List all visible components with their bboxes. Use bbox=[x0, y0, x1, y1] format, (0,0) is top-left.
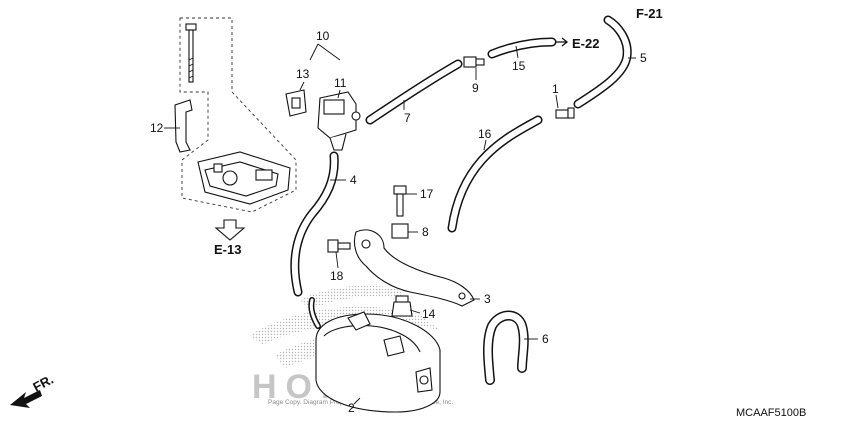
callout-13: 13 bbox=[296, 67, 310, 81]
callout-12: 12 bbox=[150, 121, 164, 135]
arrow-right-icon bbox=[556, 37, 569, 47]
callout-17: 17 bbox=[420, 187, 434, 201]
reference-e13: E-13 bbox=[214, 242, 241, 257]
callout-3: 3 bbox=[484, 292, 491, 306]
bolt-part bbox=[393, 185, 407, 217]
callout-1: 1 bbox=[552, 82, 559, 96]
callout-15: 15 bbox=[512, 59, 526, 73]
solenoid-valve-part bbox=[317, 91, 361, 151]
callout-5: 5 bbox=[640, 51, 647, 65]
diagram-code: MCAAF5100B bbox=[736, 407, 806, 419]
stay-bracket-part bbox=[174, 99, 193, 153]
hose-part bbox=[447, 115, 543, 233]
joint-part bbox=[555, 107, 575, 119]
canister-bracket-part bbox=[353, 229, 475, 307]
grommet-part bbox=[391, 295, 413, 317]
callout-6: 6 bbox=[542, 332, 549, 346]
callout-14: 14 bbox=[422, 307, 436, 321]
callout-18: 18 bbox=[330, 269, 344, 283]
front-indicator-label: FR. bbox=[30, 372, 56, 395]
assembly-group-outline bbox=[179, 17, 297, 213]
reference-e22: E-22 bbox=[572, 36, 599, 51]
callout-9: 9 bbox=[472, 81, 479, 95]
collar-part bbox=[391, 223, 409, 239]
callout-16: 16 bbox=[478, 127, 492, 141]
callout-7: 7 bbox=[404, 111, 411, 125]
canister-part bbox=[308, 297, 441, 413]
front-arrow-icon bbox=[10, 390, 42, 408]
callout-10: 10 bbox=[316, 29, 330, 43]
connector-part bbox=[285, 89, 307, 117]
hose-part bbox=[290, 151, 339, 297]
control-unit-part bbox=[197, 151, 291, 205]
arrow-down-icon bbox=[214, 219, 246, 241]
callout-8: 8 bbox=[422, 225, 429, 239]
callout-4: 4 bbox=[350, 173, 357, 187]
callout-2: 2 bbox=[348, 401, 355, 415]
callout-11: 11 bbox=[334, 76, 347, 90]
bolt-part bbox=[185, 23, 197, 83]
bolt-part bbox=[327, 239, 351, 253]
reference-f21: F-21 bbox=[636, 6, 663, 21]
joint-part bbox=[463, 56, 485, 68]
